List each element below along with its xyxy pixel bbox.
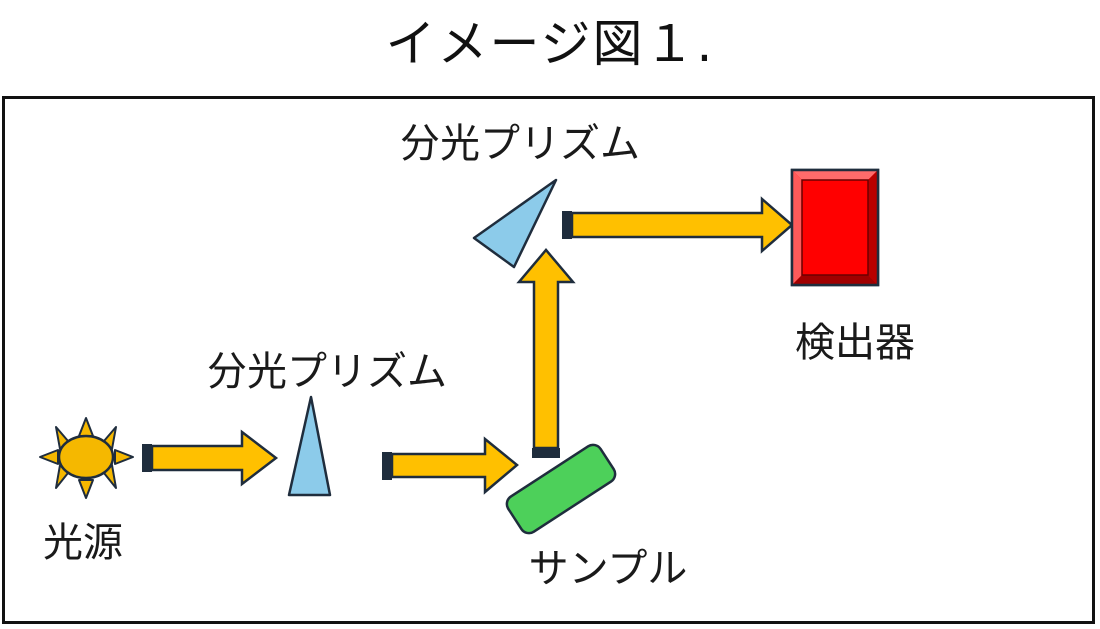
left-prism-label: 分光プリズム — [207, 349, 447, 395]
top-prism-label: 分光プリズム — [400, 121, 640, 167]
sample-label: サンプル — [529, 546, 688, 592]
beam-arrow-3 — [516, 248, 576, 458]
top-prism-icon — [472, 178, 558, 269]
left-prism-icon — [287, 395, 332, 497]
beam-arrow-2 — [382, 436, 519, 495]
light-source-icon — [39, 417, 134, 499]
diagram-title: イメージ図１. — [385, 15, 715, 73]
diagram-frame — [2, 96, 1095, 624]
beam-arrow-1 — [142, 429, 279, 487]
sample-icon — [505, 443, 617, 535]
light-source-label: 光源 — [43, 520, 123, 566]
detector-icon — [790, 168, 880, 287]
detector-label: 検出器 — [795, 320, 915, 366]
beam-arrow-4 — [562, 196, 794, 254]
